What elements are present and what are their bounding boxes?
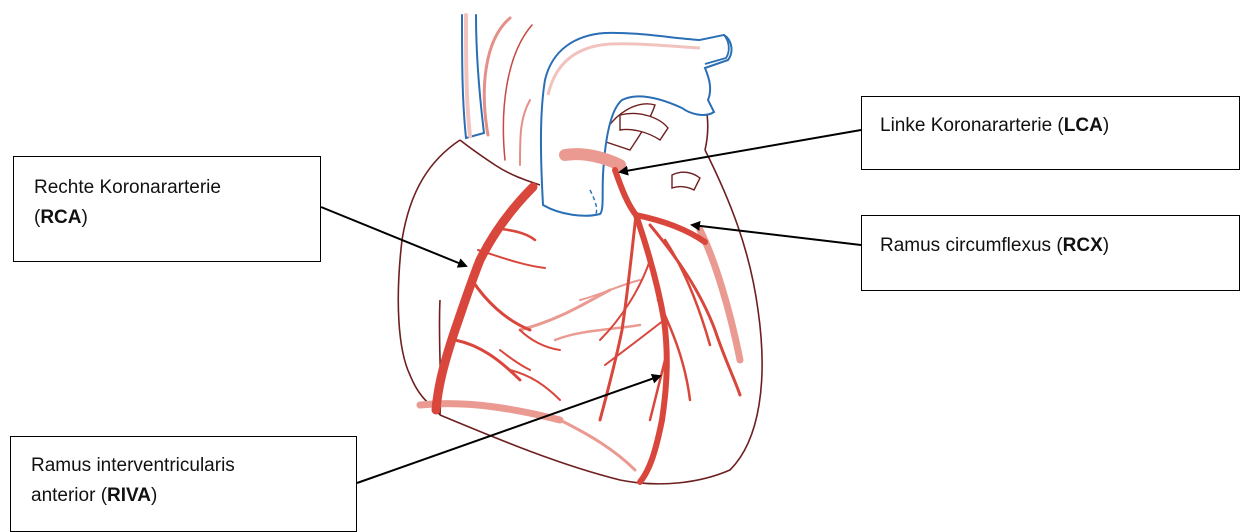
label-rca-abbr: RCA <box>40 207 81 228</box>
label-riva-prefix: anterior ( <box>31 485 107 506</box>
label-rcx-close: ) <box>1103 235 1109 256</box>
label-rcx-abbr: RCX <box>1063 235 1103 256</box>
label-lca-close: ) <box>1103 115 1109 136</box>
label-rcx: Ramus circumflexus (RCX) <box>861 215 1240 291</box>
riva-arrow <box>357 376 660 483</box>
label-riva: Ramus interventricularis anterior (RIVA) <box>10 436 357 532</box>
label-rcx-prefix: Ramus circumflexus ( <box>880 235 1063 256</box>
label-lca: Linke Koronararterie (LCA) <box>861 96 1240 170</box>
rcx-arrow <box>692 225 861 245</box>
vena-cava <box>462 15 484 138</box>
label-rca: Rechte Koronararterie (RCA) <box>13 156 321 262</box>
label-riva-close: ) <box>151 485 157 506</box>
label-rca-close: ) <box>82 207 88 228</box>
label-lca-prefix: Linke Koronararterie ( <box>880 115 1064 136</box>
label-riva-abbr: RIVA <box>107 485 151 506</box>
label-riva-line1: Ramus interventricularis <box>31 455 235 476</box>
pulmonary-trunk <box>484 18 549 185</box>
label-lca-abbr: LCA <box>1064 115 1103 136</box>
rca-arrow <box>321 207 466 266</box>
label-rca-line1: Rechte Koronararterie <box>34 177 221 198</box>
